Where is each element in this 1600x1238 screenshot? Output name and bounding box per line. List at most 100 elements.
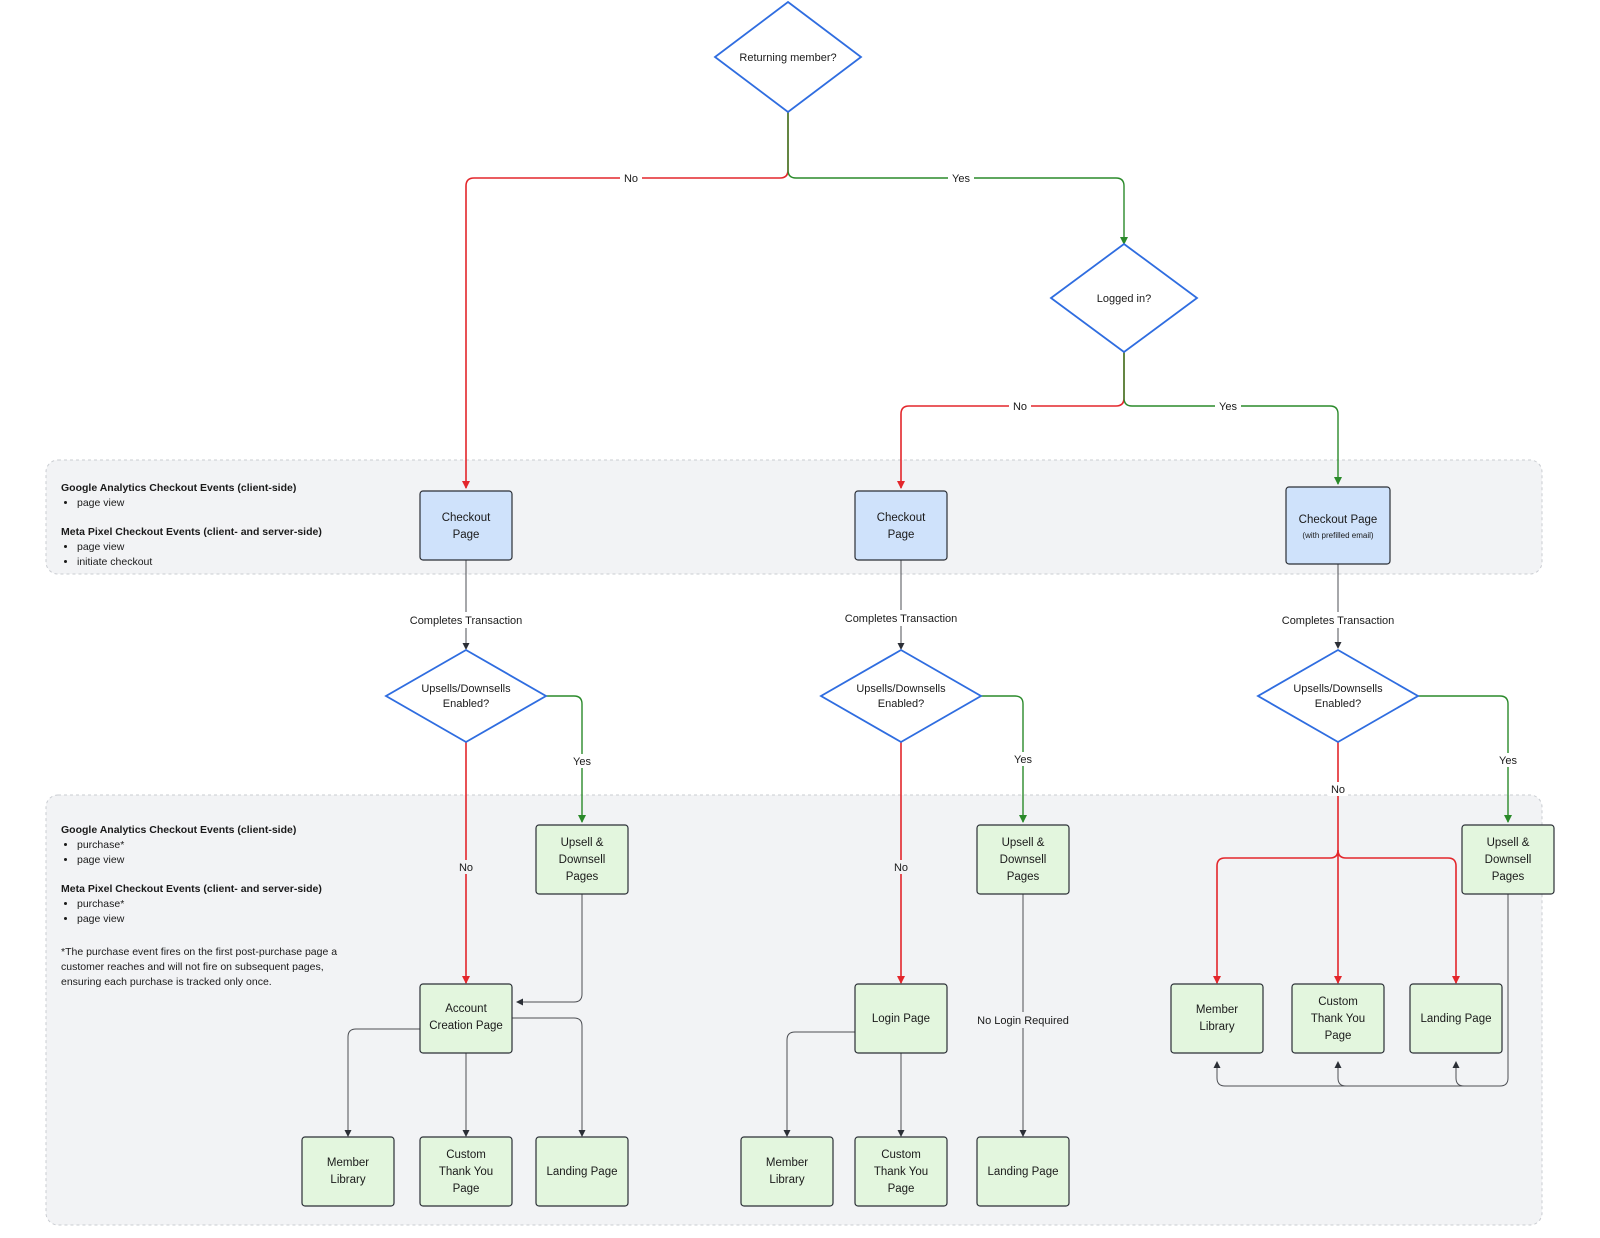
meta-items-list: page view initiate checkout <box>61 540 322 570</box>
node-landing-page-3[interactable]: Landing Page <box>1409 983 1503 1054</box>
svg-text:Upsell &: Upsell & <box>561 837 604 849</box>
edge-col3-no-landing <box>1337 849 1460 984</box>
svg-text:Checkout: Checkout <box>877 512 926 524</box>
node-member-library-1[interactable]: Member Library <box>301 1136 395 1207</box>
node-custom-thank-you-1[interactable]: Custom Thank You Page <box>419 1136 513 1207</box>
label-completes-1: Completes Transaction <box>403 612 529 628</box>
edge-upsell3-thankyou <box>1334 1061 1347 1087</box>
label-col2-no: No <box>891 860 911 874</box>
node-upsell-pages-1[interactable]: Upsell & Downsell Pages <box>535 824 629 895</box>
node-member-library-3[interactable]: Member Library <box>1170 983 1264 1054</box>
svg-text:Member: Member <box>327 1157 369 1169</box>
decision-returning-member[interactable]: Returning member? <box>713 0 863 114</box>
ga-items-list: page view <box>61 496 322 511</box>
node-upsell-pages-2[interactable]: Upsell & Downsell Pages <box>976 824 1070 895</box>
svg-text:Landing Page: Landing Page <box>547 1166 618 1178</box>
label-returning-yes: Yes <box>948 171 974 185</box>
post-purchase-events-panel <box>45 794 1543 1226</box>
meta-heading: Meta Pixel Checkout Events (client- and … <box>61 526 322 538</box>
node-custom-thank-you-3[interactable]: Custom Thank You Page <box>1291 983 1385 1054</box>
svg-text:Completes Transaction: Completes Transaction <box>845 613 958 625</box>
svg-text:Page: Page <box>888 529 915 541</box>
edge-col3-no-member <box>1213 849 1339 984</box>
edge-account-landing <box>512 1017 586 1137</box>
label-col1-no: No <box>456 860 476 874</box>
node-landing-page-1[interactable]: Landing Page <box>535 1136 629 1207</box>
ga-item: purchase* <box>77 838 361 853</box>
svg-text:Downsell: Downsell <box>1485 854 1532 866</box>
purchase-footnote: *The purchase event fires on the first p… <box>61 946 338 988</box>
svg-text:Upsells/Downsells: Upsells/Downsells <box>1293 683 1383 695</box>
svg-text:Yes: Yes <box>1499 755 1517 767</box>
svg-text:Completes Transaction: Completes Transaction <box>410 615 523 627</box>
meta-item: purchase* <box>77 897 361 912</box>
node-login-page[interactable]: Login Page <box>854 983 948 1054</box>
label-col3-yes: Yes <box>1496 753 1520 767</box>
label-returning-no: No <box>620 171 642 185</box>
svg-text:Yes: Yes <box>573 756 591 768</box>
node-landing-page-2[interactable]: Landing Page <box>976 1136 1070 1207</box>
edge-upsell3-landing <box>1452 1061 1465 1087</box>
svg-text:Custom: Custom <box>1318 996 1358 1008</box>
svg-text:Downsell: Downsell <box>559 854 606 866</box>
node-checkout-page-prefilled[interactable]: Checkout Page (with prefilled email) <box>1285 486 1391 565</box>
svg-text:No Login Required: No Login Required <box>977 1015 1069 1027</box>
decision-logged-in[interactable]: Logged in? <box>1049 242 1199 354</box>
checkout-events-info: Google Analytics Checkout Events (client… <box>61 481 322 570</box>
svg-text:Pages: Pages <box>1007 871 1040 883</box>
ga-items-list: purchase* page view <box>61 838 361 868</box>
edge-upsell1-account <box>516 894 583 1006</box>
node-upsell-pages-3[interactable]: Upsell & Downsell Pages <box>1461 824 1555 895</box>
svg-text:Yes: Yes <box>1219 401 1237 413</box>
post-purchase-events-info: Google Analytics Checkout Events (client… <box>61 823 361 990</box>
svg-text:Landing Page: Landing Page <box>1421 1013 1492 1025</box>
svg-text:No: No <box>894 862 908 874</box>
svg-text:Completes Transaction: Completes Transaction <box>1282 615 1395 627</box>
svg-text:Enabled?: Enabled? <box>878 698 925 710</box>
node-checkout-page-1[interactable]: Checkout Page <box>419 490 513 561</box>
svg-text:Custom: Custom <box>446 1149 486 1161</box>
label-no-login-required: No Login Required <box>970 1012 1076 1028</box>
svg-text:Page: Page <box>888 1183 915 1195</box>
svg-text:No: No <box>459 862 473 874</box>
meta-item: page view <box>77 540 322 555</box>
svg-text:Checkout Page: Checkout Page <box>1299 514 1378 526</box>
decision-upsells-2[interactable]: Upsells/Downsells Enabled? <box>819 648 983 744</box>
svg-text:No: No <box>624 173 638 185</box>
meta-item: page view <box>77 912 361 927</box>
node-member-library-2[interactable]: Member Library <box>740 1136 834 1207</box>
svg-text:Enabled?: Enabled? <box>1315 698 1362 710</box>
decision-upsells-1[interactable]: Upsells/Downsells Enabled? <box>384 648 548 744</box>
svg-text:Pages: Pages <box>566 871 599 883</box>
svg-text:Library: Library <box>330 1174 365 1186</box>
svg-text:Landing Page: Landing Page <box>988 1166 1059 1178</box>
ga-heading: Google Analytics Checkout Events (client… <box>61 824 297 836</box>
decision-returning-member-label: Returning member? <box>739 52 836 64</box>
label-col2-yes: Yes <box>1011 752 1035 766</box>
label-completes-2: Completes Transaction <box>838 610 964 626</box>
node-account-creation-page[interactable]: Account Creation Page <box>419 983 513 1054</box>
meta-item: initiate checkout <box>77 555 322 570</box>
node-checkout-page-2[interactable]: Checkout Page <box>854 490 948 561</box>
ga-heading: Google Analytics Checkout Events (client… <box>61 482 297 494</box>
decision-upsells-3[interactable]: Upsells/Downsells Enabled? <box>1256 648 1420 744</box>
label-col3-no: No <box>1328 782 1348 796</box>
edge-returning-no <box>462 112 789 489</box>
edge-account-member <box>344 1028 420 1137</box>
svg-text:Library: Library <box>1199 1021 1234 1033</box>
svg-text:Library: Library <box>769 1174 804 1186</box>
meta-heading: Meta Pixel Checkout Events (client- and … <box>61 883 322 895</box>
label-loggedin-no: No <box>1009 399 1031 413</box>
svg-text:Custom: Custom <box>881 1149 921 1161</box>
label-col1-yes: Yes <box>570 754 594 768</box>
node-custom-thank-you-2[interactable]: Custom Thank You Page <box>854 1136 948 1207</box>
svg-text:Member: Member <box>766 1157 808 1169</box>
edge-upsell3-member <box>1213 894 1509 1087</box>
svg-text:Upsells/Downsells: Upsells/Downsells <box>856 683 946 695</box>
svg-text:Page: Page <box>453 1183 480 1195</box>
svg-text:(with prefilled email): (with prefilled email) <box>1302 531 1373 540</box>
decision-logged-in-label: Logged in? <box>1097 293 1151 305</box>
svg-text:Checkout: Checkout <box>442 512 491 524</box>
edge-col2-yes <box>981 695 1027 823</box>
